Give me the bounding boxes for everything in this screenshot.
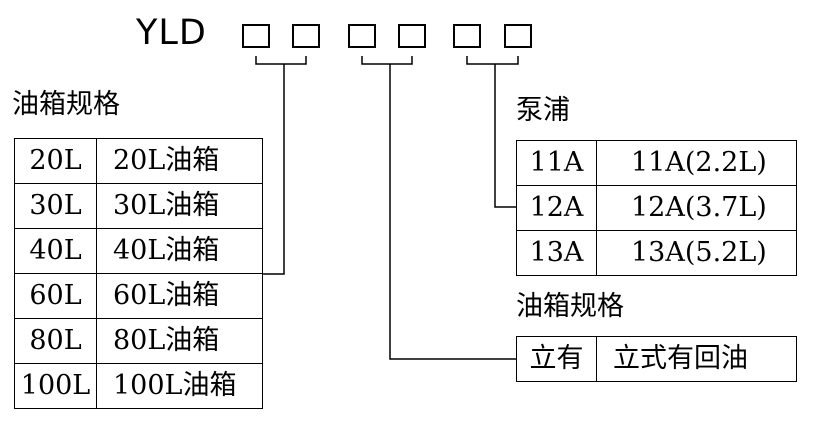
table-row: 12A 12A(3.7L) — [516, 185, 797, 231]
tank-spec-desc: 100L油箱 — [96, 363, 263, 409]
leader-line-tank-type-drop — [389, 64, 516, 360]
table-row: 20L 20L油箱 — [14, 138, 263, 184]
leader-line-tank-spec-drop — [262, 64, 285, 275]
leader-line-pump-drop — [494, 64, 516, 208]
tank-spec-code: 40L — [14, 228, 97, 274]
code-slot-box — [453, 24, 481, 48]
pump-code: 12A — [516, 185, 597, 231]
pump-title: 泵浦 — [516, 95, 570, 126]
tank-type-code: 立有 — [516, 336, 597, 382]
code-slot-box — [504, 24, 532, 48]
code-slot-box — [242, 24, 270, 48]
tank-spec-code: 100L — [14, 363, 97, 409]
tank-spec-code: 30L — [14, 183, 97, 229]
tank-spec-desc: 30L油箱 — [96, 183, 263, 229]
tank-type-title: 油箱规格 — [516, 291, 624, 322]
tank-spec-code: 20L — [14, 138, 97, 184]
tank-spec-table: 20L 20L油箱 30L 30L油箱 40L 40L油箱 60L 60L油箱 … — [14, 138, 263, 409]
pump-desc: 13A(5.2L) — [596, 230, 797, 276]
tank-spec-title: 油箱规格 — [12, 89, 120, 120]
code-slot-box — [398, 24, 426, 48]
tank-spec-desc: 20L油箱 — [96, 138, 263, 184]
table-row: 11A 11A(2.2L) — [516, 140, 797, 186]
tank-spec-desc: 60L油箱 — [96, 273, 263, 319]
pump-table: 11A 11A(2.2L) 12A 12A(3.7L) 13A 13A(5.2L… — [516, 140, 797, 276]
pump-code: 11A — [516, 140, 597, 186]
leader-line-tank-type — [361, 56, 413, 65]
leader-line-tank-spec — [255, 56, 307, 65]
code-slot-box — [292, 24, 320, 48]
tank-type-table: 立有 立式有回油 — [516, 336, 797, 382]
table-row: 13A 13A(5.2L) — [516, 230, 797, 276]
tank-spec-desc: 40L油箱 — [96, 228, 263, 274]
pump-desc: 12A(3.7L) — [596, 185, 797, 231]
code-slot-box — [348, 24, 376, 48]
table-row: 100L 100L油箱 — [14, 363, 263, 409]
tank-spec-code: 60L — [14, 273, 97, 319]
table-row: 60L 60L油箱 — [14, 273, 263, 319]
tank-spec-code: 80L — [14, 318, 97, 364]
tank-type-desc: 立式有回油 — [596, 336, 797, 382]
table-row: 40L 40L油箱 — [14, 228, 263, 274]
model-code: YLD — [136, 13, 207, 53]
pump-code: 13A — [516, 230, 597, 276]
table-row: 80L 80L油箱 — [14, 318, 263, 364]
table-row: 立有 立式有回油 — [516, 336, 797, 382]
pump-desc: 11A(2.2L) — [596, 140, 797, 186]
table-row: 30L 30L油箱 — [14, 183, 263, 229]
leader-line-pump — [466, 56, 519, 65]
tank-spec-desc: 80L油箱 — [96, 318, 263, 364]
